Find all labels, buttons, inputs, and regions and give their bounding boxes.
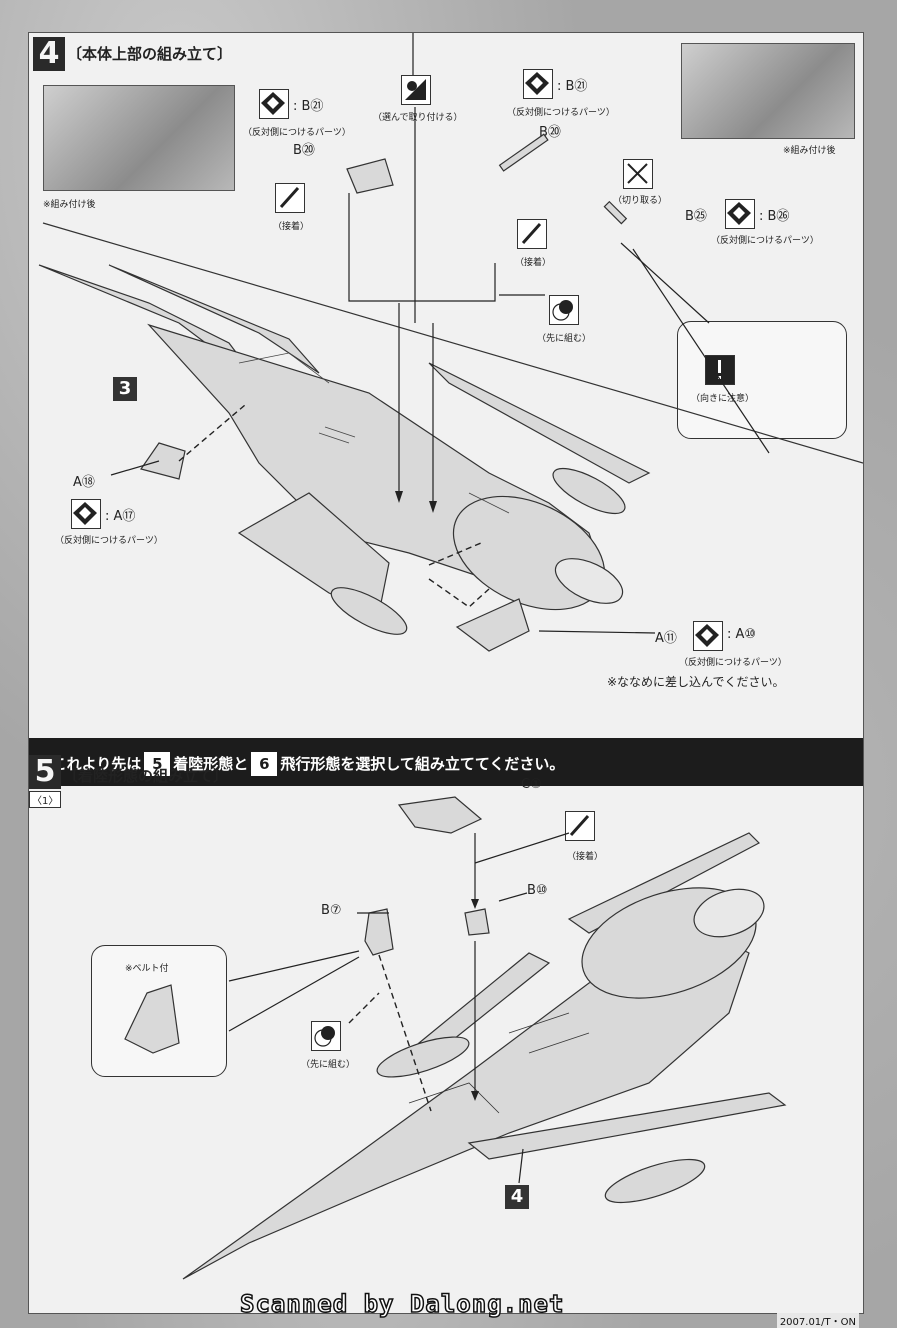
part-a11-shape	[455, 598, 530, 652]
photo-left-caption: ※組み付け後	[43, 200, 96, 210]
mirror-part-icon-a17	[71, 499, 101, 529]
sub-step-4-label: 4	[505, 1185, 529, 1209]
glue-label-left: （接着）	[273, 222, 310, 232]
first-assemble-label: （先に組む）	[537, 334, 592, 344]
mirror-part-icon-right	[523, 69, 553, 99]
part-b7-shape	[364, 908, 394, 956]
part-a10-note: （反対側につけるパーツ）	[679, 658, 787, 668]
part-a17-note: （反対側につけるパーツ）	[55, 536, 163, 546]
choose-part-icon	[401, 75, 431, 105]
mirror-part-icon-a10	[693, 621, 723, 651]
step-5-number: 5	[29, 755, 61, 789]
part-b20-shape	[346, 158, 394, 194]
banner-step-5-box: 5	[144, 752, 171, 776]
glue-icon-right	[517, 219, 547, 249]
part-a10-ref: : A⑩	[727, 627, 757, 642]
banner-prefix: ※これより先は	[37, 755, 142, 773]
scanned-watermark: Scanned by Dalong.net	[239, 1289, 565, 1319]
first-assemble-label-step5: （先に組む）	[301, 1060, 356, 1070]
part-a18-shape	[140, 442, 186, 480]
part-b26-ref: : B㉖	[759, 209, 790, 224]
photo-right-caption: ※組み付け後	[783, 146, 836, 156]
sub-step-3-label: 3	[113, 377, 137, 401]
mirror-part-icon-b26	[725, 199, 755, 229]
part-a11-ref: A⑪	[655, 631, 677, 646]
part-b21-right-ref: : B㉑	[557, 79, 588, 94]
part-b21-left-note: （反対側につけるパーツ）	[243, 128, 351, 138]
cut-icon	[623, 159, 653, 189]
belt-note: ※ベルト付	[125, 964, 169, 974]
instruction-sheet: 4 〔本体上部の組み立て〕 ※組み付け後 ※組み付け後 （選んで取り付ける） :…	[28, 32, 864, 1314]
print-code: 2007.01/T・ON	[776, 1313, 859, 1328]
first-assemble-icon-step5	[311, 1021, 341, 1051]
part-b25-shape	[603, 200, 628, 225]
cut-label: （切り取る）	[613, 196, 668, 206]
first-assemble-icon	[549, 295, 579, 325]
ship-landing-body	[182, 932, 750, 1280]
glue-label-right: （接着）	[515, 258, 552, 268]
part-b20-left-ref: B⑳	[293, 143, 315, 158]
banner-step-6-box: 6	[251, 752, 278, 776]
caution-callout	[677, 321, 847, 439]
part-b21-right-note: （反対側につけるパーツ）	[507, 108, 615, 118]
choose-part-label: （選んで取り付ける）	[373, 113, 463, 123]
part-b21-left-ref: : B㉑	[293, 99, 324, 114]
part-c1-shape	[397, 796, 483, 834]
step-4-number: 4	[33, 37, 65, 71]
step-4-illustration	[38, 33, 863, 652]
photo-assembled-right	[681, 43, 855, 139]
part-c1-ref: C①	[521, 777, 542, 792]
part-b25-ref: B㉕	[685, 209, 707, 224]
part-b10-ref: B⑩	[527, 883, 548, 898]
part-a17-ref: : A⑰	[105, 509, 136, 524]
glue-icon-left	[275, 183, 305, 213]
caution-label: （向きに注意）	[691, 394, 755, 404]
step-5-title: 〔着陸形態の組み立て〕	[63, 767, 229, 785]
banner-mid: 着陸形態と	[173, 755, 249, 773]
glue-icon-step5	[565, 811, 595, 841]
banner-suffix: 飛行形態を選択して組み立ててください。	[280, 755, 565, 773]
mirror-part-icon	[259, 89, 289, 119]
part-b26-note: （反対側につけるパーツ）	[711, 236, 819, 246]
diagonal-insert-note: ※ななめに差し込んでください。	[607, 675, 785, 689]
part-a18-ref: A⑱	[73, 475, 95, 490]
part-b10-shape	[464, 908, 490, 936]
part-b20-right-shape	[498, 133, 549, 172]
step-5-sub: 〈1〉	[29, 791, 62, 808]
part-b7-ref: B⑦	[321, 903, 342, 918]
step-4-title: 〔本体上部の組み立て〕	[67, 45, 233, 63]
photo-assembled-left	[43, 85, 235, 191]
glue-label-step5: （接着）	[567, 852, 604, 862]
